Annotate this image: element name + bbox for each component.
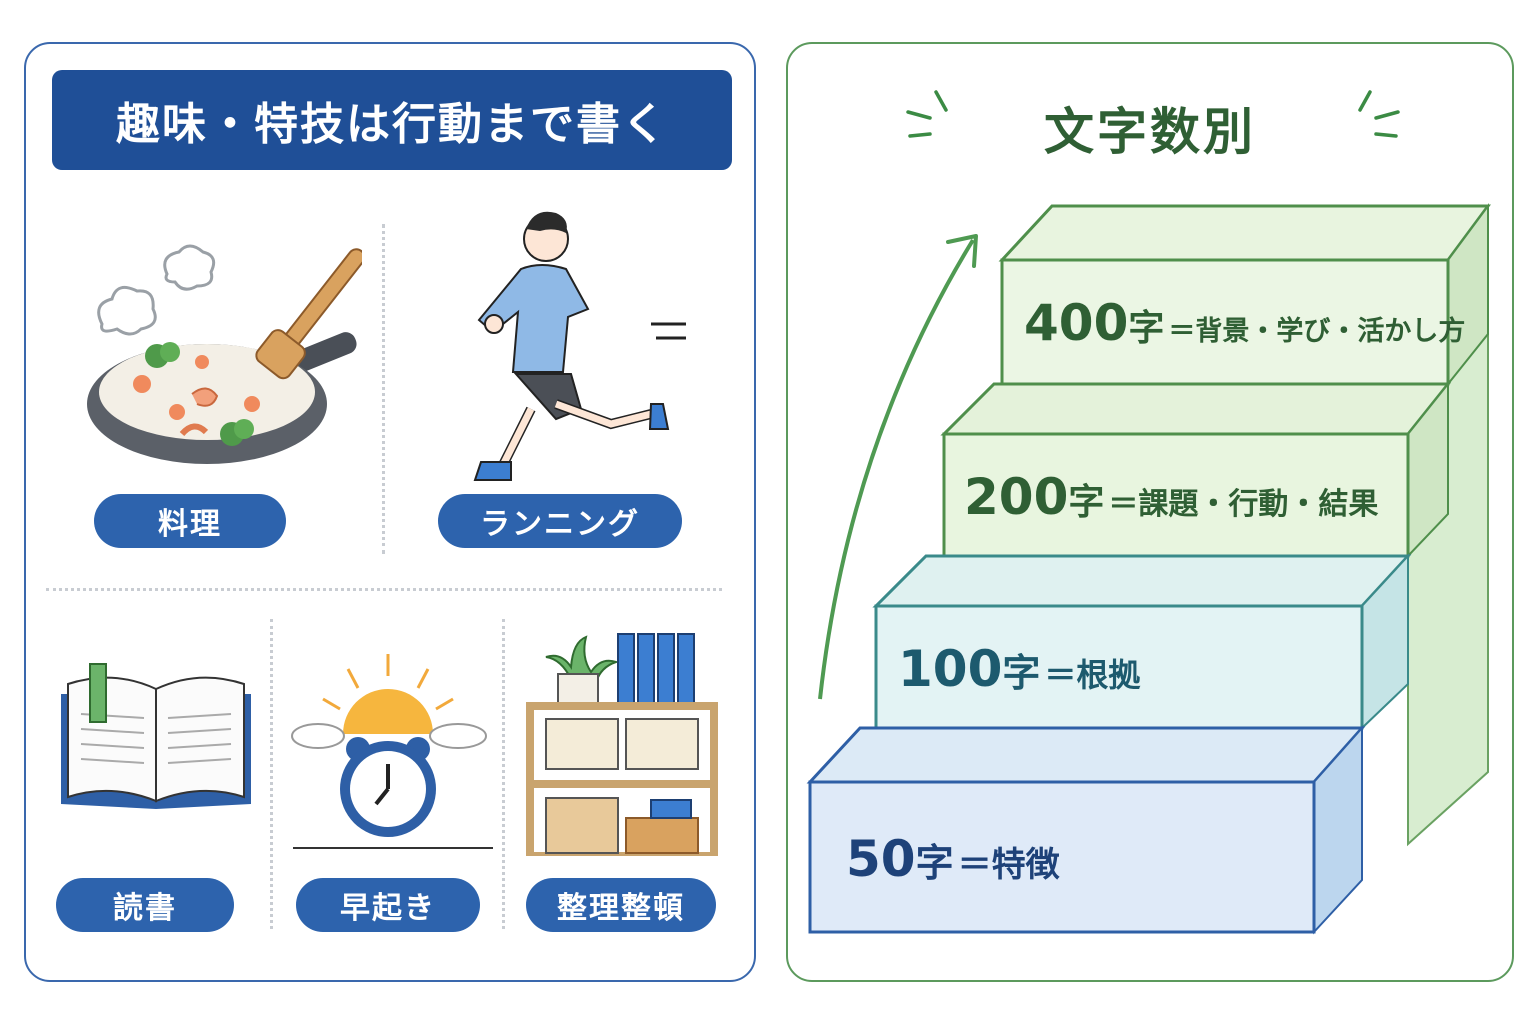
step-400-desc: ＝背景・学び・活かし方 xyxy=(1168,316,1466,347)
hobby-label-early-rising: 早起き xyxy=(296,878,480,932)
divider-horizontal xyxy=(46,588,722,591)
step-200-unit: 字 xyxy=(1068,482,1105,523)
word-count-title: 文字数別 xyxy=(1044,103,1256,161)
alarm-clock-sunrise-icon xyxy=(291,654,493,849)
step-100-desc: ＝根拠 xyxy=(1044,656,1141,694)
storage-shelf-icon xyxy=(526,633,718,856)
divider-vertical-bottom-1 xyxy=(270,619,273,929)
step-50: 50 字 ＝特徴 xyxy=(846,830,1060,888)
hobby-label-cooking: 料理 xyxy=(94,494,286,548)
cooking-pan-icon xyxy=(87,244,362,464)
step-400-count: 400 xyxy=(1024,294,1129,352)
step-400: 400 字 ＝背景・学び・活かし方 xyxy=(1024,294,1465,352)
step-50-desc: ＝特徴 xyxy=(957,845,1060,885)
step-200-count: 200 xyxy=(964,468,1069,526)
word-count-panel: 文字数別 400 字 ＝背景・学び・活かし方 200 xyxy=(786,42,1514,982)
step-100: 100 字 ＝根拠 xyxy=(898,640,1140,698)
hobbies-title: 趣味・特技は行動まで書く xyxy=(52,70,732,170)
staircase-graphic xyxy=(806,202,1491,935)
runner-icon xyxy=(473,211,686,481)
step-50-count: 50 xyxy=(846,830,916,888)
sparkle-left-icon xyxy=(906,90,948,138)
divider-vertical-top xyxy=(382,224,385,554)
hobbies-panel: 趣味・特技は行動まで書く xyxy=(24,42,756,982)
hobby-label-running: ランニング xyxy=(438,494,682,548)
step-50-unit: 字 xyxy=(915,841,954,885)
step-200: 200 字 ＝課題・行動・結果 xyxy=(964,468,1378,526)
growth-arrow-icon xyxy=(818,234,978,700)
open-book-icon xyxy=(61,663,251,809)
step-100-count: 100 xyxy=(898,640,1003,698)
step-100-unit: 字 xyxy=(1002,651,1041,695)
step-200-desc: ＝課題・行動・結果 xyxy=(1108,487,1379,522)
hobby-label-tidying: 整理整頓 xyxy=(526,878,716,932)
divider-vertical-bottom-2 xyxy=(502,619,505,929)
hobby-label-reading: 読書 xyxy=(56,878,234,932)
step-400-unit: 字 xyxy=(1128,308,1165,349)
sparkle-right-icon xyxy=(1358,90,1400,138)
